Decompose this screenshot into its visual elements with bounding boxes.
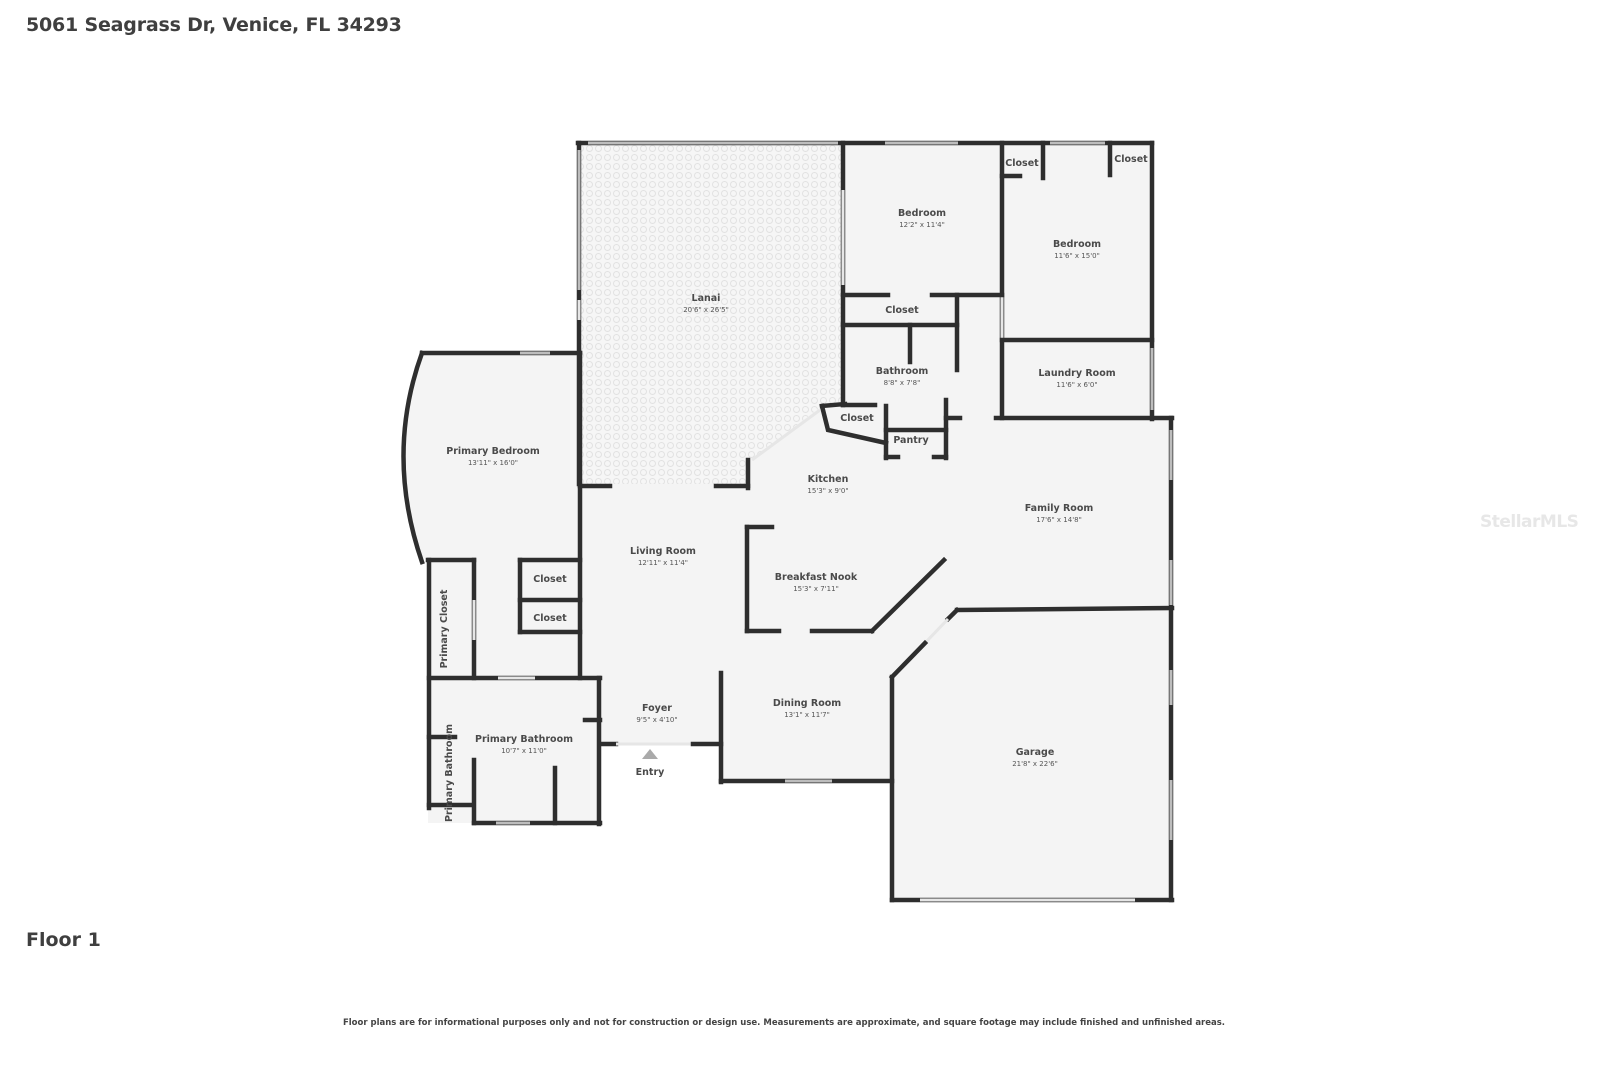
room-name: Closet: [885, 305, 919, 316]
room-name: Pantry: [893, 435, 929, 446]
room-name: Garage: [1016, 747, 1055, 758]
room-dims: 15'3" x 7'11": [793, 585, 839, 593]
room-dims: 12'11" x 11'4": [638, 559, 688, 567]
room-name: Bedroom: [898, 208, 946, 219]
room-dims: 11'6" x 15'0": [1054, 252, 1100, 260]
room-name: Kitchen: [808, 474, 849, 485]
room-dims: 8'8" x 7'8": [884, 379, 921, 387]
room-name: Primary Bathroom: [444, 724, 455, 822]
room-dims: 12'2" x 11'4": [899, 221, 945, 229]
room-dims: 20'6" x 26'5": [683, 306, 729, 314]
room-dims: 13'11" x 16'0": [468, 459, 518, 467]
room-name: Bathroom: [876, 366, 929, 377]
room-dims: 10'7" x 11'0": [501, 747, 547, 755]
entry-arrow-icon: [642, 749, 658, 759]
room-name: Closet: [1114, 154, 1148, 165]
room-name: Family Room: [1025, 503, 1094, 514]
room-dims: 21'8" x 22'6": [1012, 760, 1058, 768]
room-name: Closet: [533, 574, 567, 585]
floor-label: Floor 1: [26, 929, 101, 951]
property-address: 5061 Seagrass Dr, Venice, FL 34293: [26, 14, 402, 36]
room-name: Closet: [533, 613, 567, 624]
floor-fills: [401, 144, 1170, 900]
room-name: Primary Closet: [439, 589, 450, 668]
room-name: Dining Room: [773, 698, 841, 709]
room-dims: 17'6" x 14'8": [1036, 516, 1082, 524]
room-name: Primary Bedroom: [446, 446, 540, 457]
room-name: Closet: [1005, 158, 1039, 169]
room-name: Bedroom: [1053, 239, 1101, 250]
entry-label: Entry: [636, 767, 665, 778]
room-name: Lanai: [692, 293, 721, 304]
room-dims: 15'3" x 9'0": [807, 487, 848, 495]
room-dims: 9'5" x 4'10": [636, 716, 677, 724]
room-name: Primary Bathroom: [475, 734, 573, 745]
room-labels: Lanai 20'6" x 26'5" Bedroom 12'2" x 11'4…: [439, 154, 1148, 822]
room-name: Laundry Room: [1038, 368, 1115, 379]
room-name: Closet: [840, 413, 874, 424]
room-dims: 11'6" x 6'0": [1056, 381, 1097, 389]
room-name: Breakfast Nook: [775, 572, 858, 583]
room-name: Foyer: [642, 703, 672, 714]
watermark-logo: StellarMLS: [1480, 512, 1579, 532]
walls: [401, 140, 1175, 903]
disclaimer-text: Floor plans are for informational purpos…: [342, 1018, 1226, 1028]
room-name: Living Room: [630, 546, 696, 557]
room-dims: 13'1" x 11'7": [784, 711, 830, 719]
